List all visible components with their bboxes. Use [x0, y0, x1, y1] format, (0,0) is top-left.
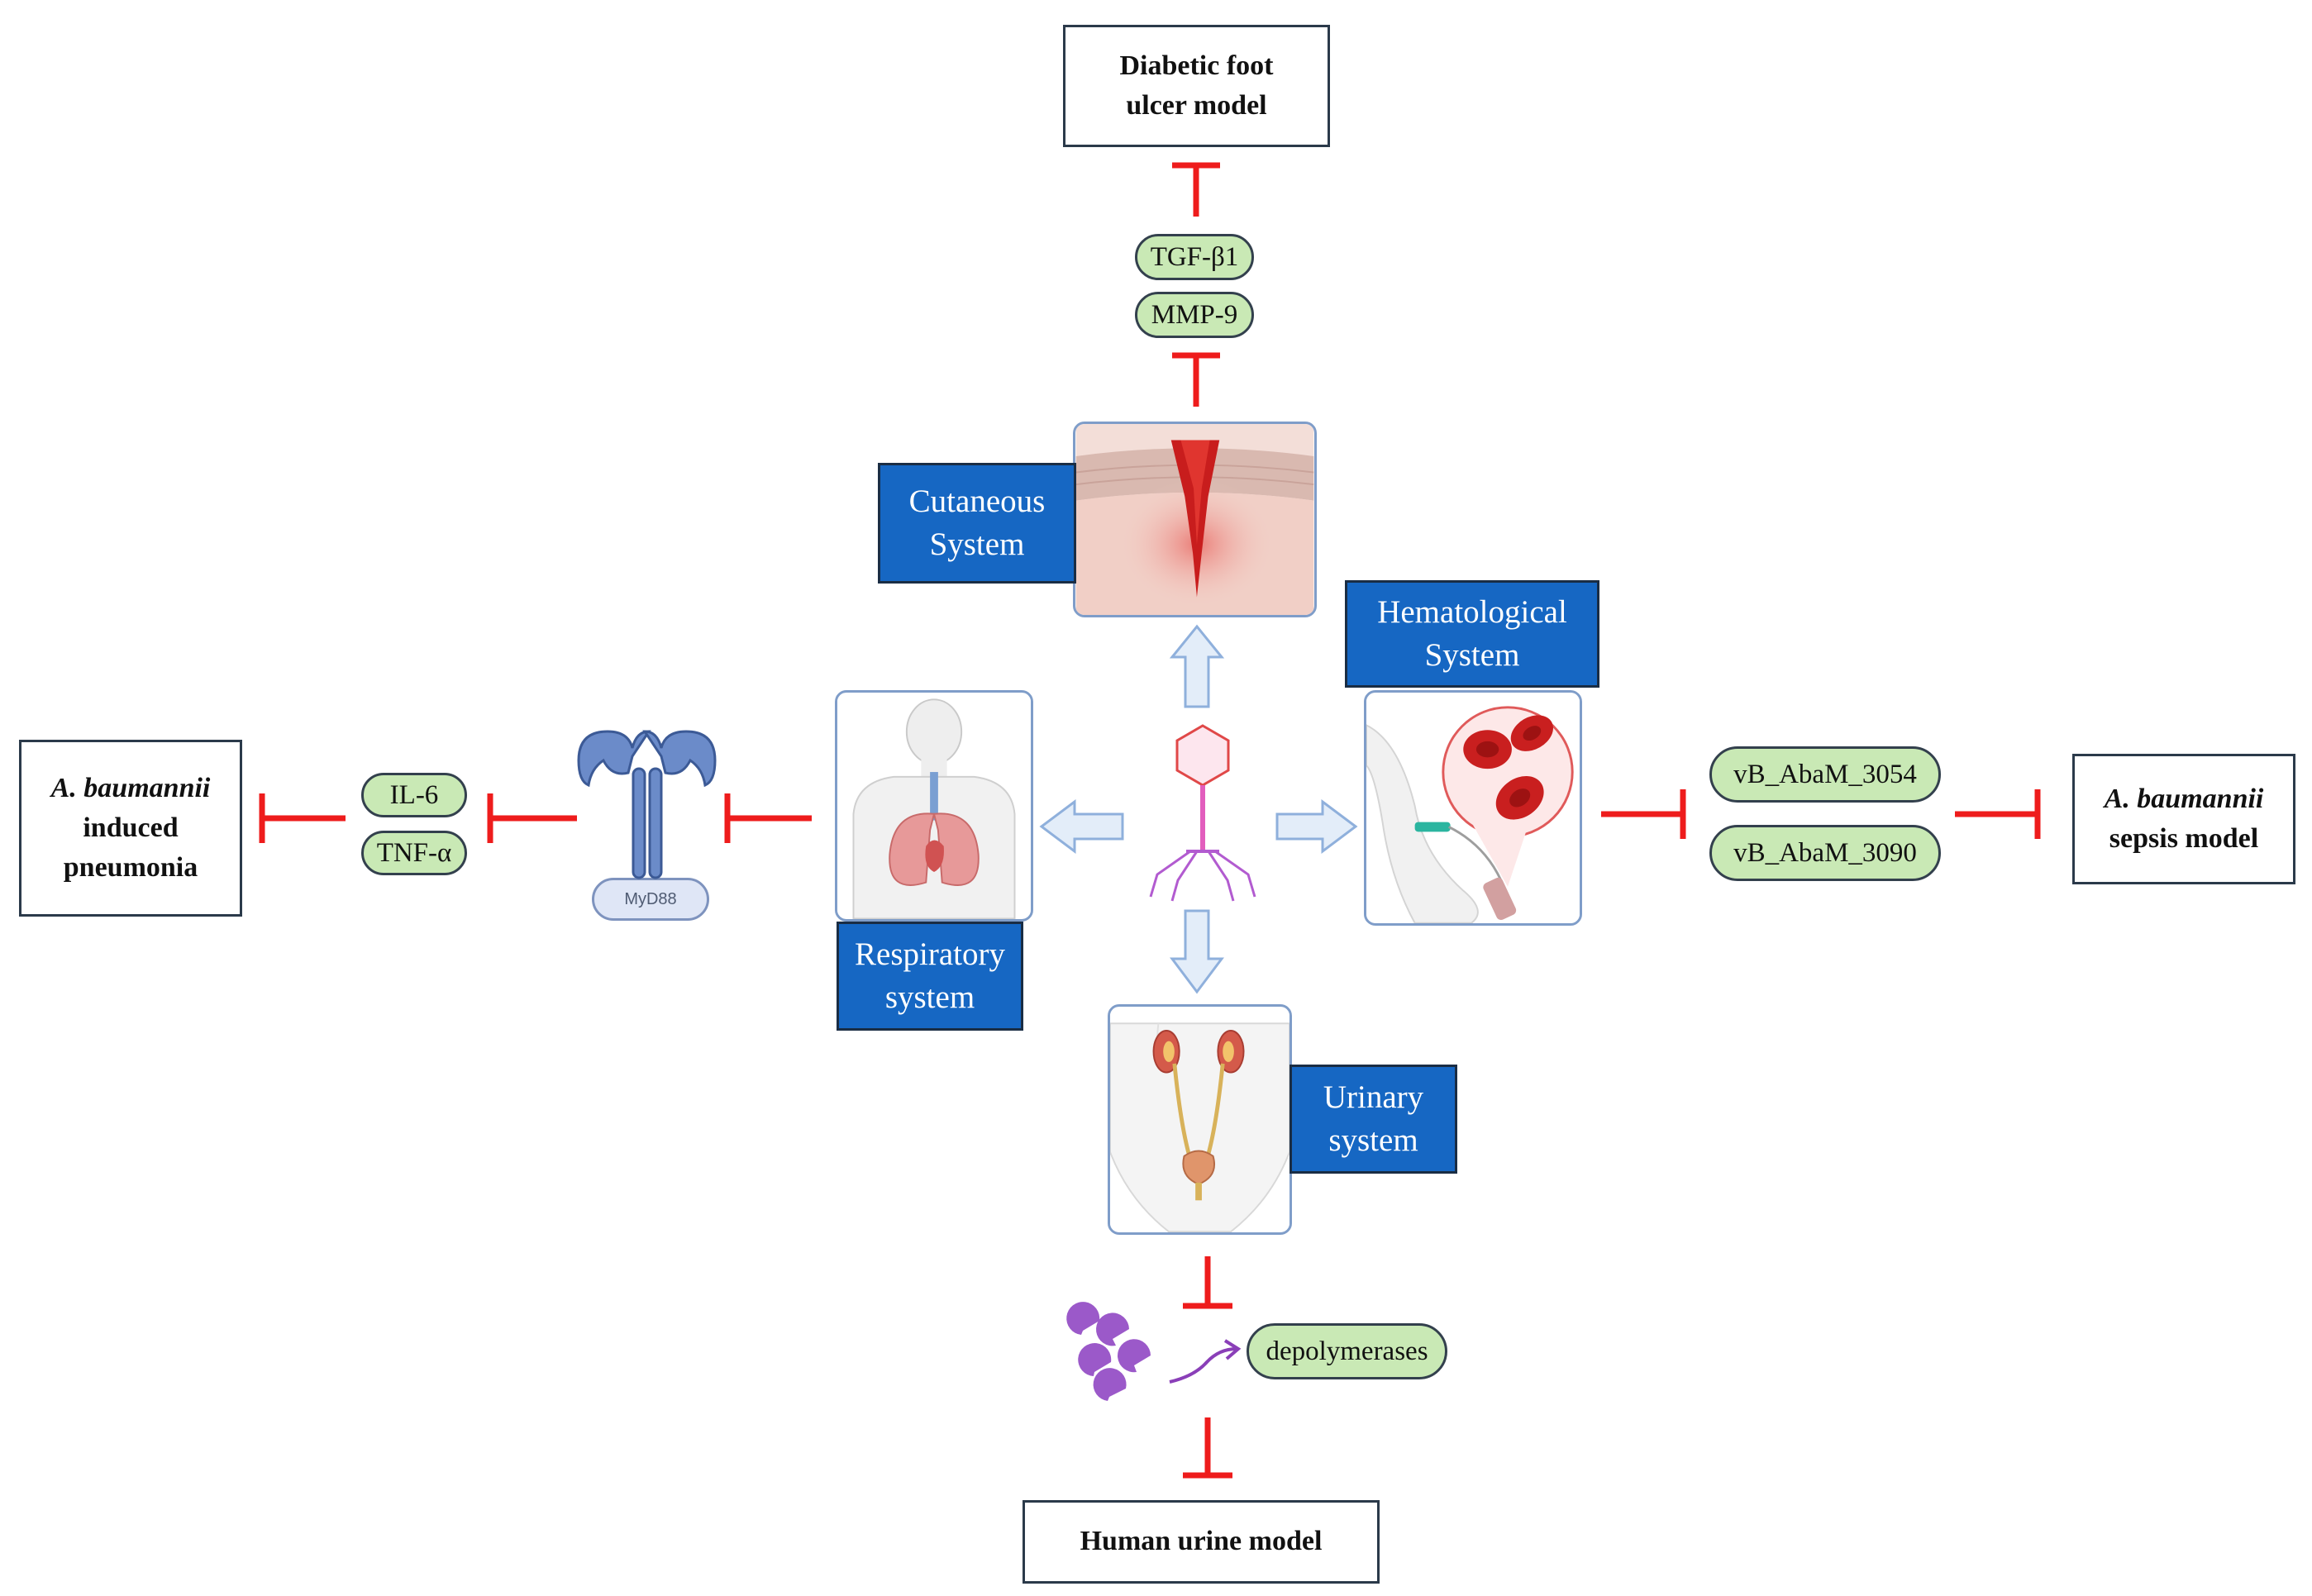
inhibition-urine-model	[1183, 1417, 1232, 1479]
mmp9-marker: MMP-9	[1135, 292, 1254, 338]
arrow-down	[1170, 909, 1224, 994]
urinary-label-line1: Urinary	[1323, 1079, 1424, 1115]
skin-wound-icon	[1075, 424, 1314, 615]
inhibition-diabetic-top	[1172, 162, 1220, 217]
sepsis-model-box: A. baumannii sepsis model	[2072, 754, 2295, 884]
hematological-label-line1: Hematological	[1377, 593, 1567, 630]
phage-arrows	[1039, 624, 1358, 994]
sepsis-line2: sepsis model	[2109, 823, 2259, 854]
arrow-up	[1169, 624, 1225, 708]
diabetic-foot-line2: ulcer model	[1126, 90, 1267, 121]
arrow-left	[1039, 799, 1124, 854]
tgf-beta1-marker: TGF-β1	[1135, 234, 1254, 280]
pneumonia-line1: A. baumannii	[50, 772, 211, 803]
inhibition-pneumonia-model	[259, 793, 346, 843]
blood-cells-icon	[1366, 693, 1580, 923]
inhibition-connectors	[259, 162, 2041, 1479]
inhibition-il6-tnf	[487, 793, 577, 843]
hematological-system-label: Hematological System	[1345, 580, 1599, 688]
lungs-icon	[837, 693, 1031, 919]
human-urine-model-box: Human urine model	[1023, 1500, 1380, 1584]
depolymerase-enzyme-icon	[1066, 1302, 1151, 1401]
diabetic-foot-line1: Diabetic foot	[1119, 50, 1274, 81]
hematological-label-line2: System	[1424, 637, 1520, 673]
bacteriophage-icon	[1149, 724, 1256, 902]
pneumonia-line3: pneumonia	[63, 852, 198, 884]
cutaneous-system-label: Cutaneous System	[878, 463, 1076, 584]
urine-line1: Human urine model	[1080, 1526, 1323, 1557]
respiratory-system-label: Respiratory system	[837, 922, 1023, 1031]
inhibition-diabetic-lower	[1172, 352, 1220, 407]
cutaneous-system-card	[1073, 422, 1317, 617]
il6-marker: IL-6	[361, 773, 467, 817]
urinary-system-label: Urinary system	[1289, 1065, 1457, 1174]
depolymerases-marker: depolymerases	[1247, 1323, 1447, 1379]
respiratory-label-line2: system	[884, 979, 975, 1015]
diabetic-foot-ulcer-model-box: Diabetic foot ulcer model	[1063, 25, 1330, 147]
sepsis-line1: A. baumannii	[2104, 783, 2264, 814]
vb-abam-3054-marker: vB_AbaM_3054	[1709, 746, 1941, 803]
respiratory-system-card	[835, 690, 1033, 922]
urinary-tract-icon	[1110, 1007, 1289, 1232]
cutaneous-label-line2: System	[929, 526, 1025, 562]
inhibition-sepsis-model	[1955, 789, 2041, 839]
inhibition-myd88	[724, 793, 812, 843]
myd88-label: MyD88	[592, 878, 709, 921]
arrow-right	[1275, 799, 1358, 854]
vb-abam-3090-marker: vB_AbaM_3090	[1709, 825, 1941, 881]
myd88-receptor-icon	[577, 730, 717, 879]
depolymerase-arrow	[1169, 1339, 1242, 1384]
inhibition-vb-markers	[1601, 789, 1686, 839]
cutaneous-label-line1: Cutaneous	[908, 483, 1046, 519]
inhibition-urinary	[1183, 1256, 1232, 1309]
urinary-label-line2: system	[1328, 1122, 1418, 1158]
tnf-alpha-marker: TNF-α	[361, 831, 467, 875]
pneumonia-model-box: A. baumannii induced pneumonia	[19, 740, 242, 917]
urinary-system-card	[1108, 1004, 1292, 1235]
hematological-system-card	[1364, 690, 1582, 926]
pneumonia-line2: induced	[83, 812, 179, 843]
respiratory-label-line1: Respiratory	[855, 936, 1005, 972]
